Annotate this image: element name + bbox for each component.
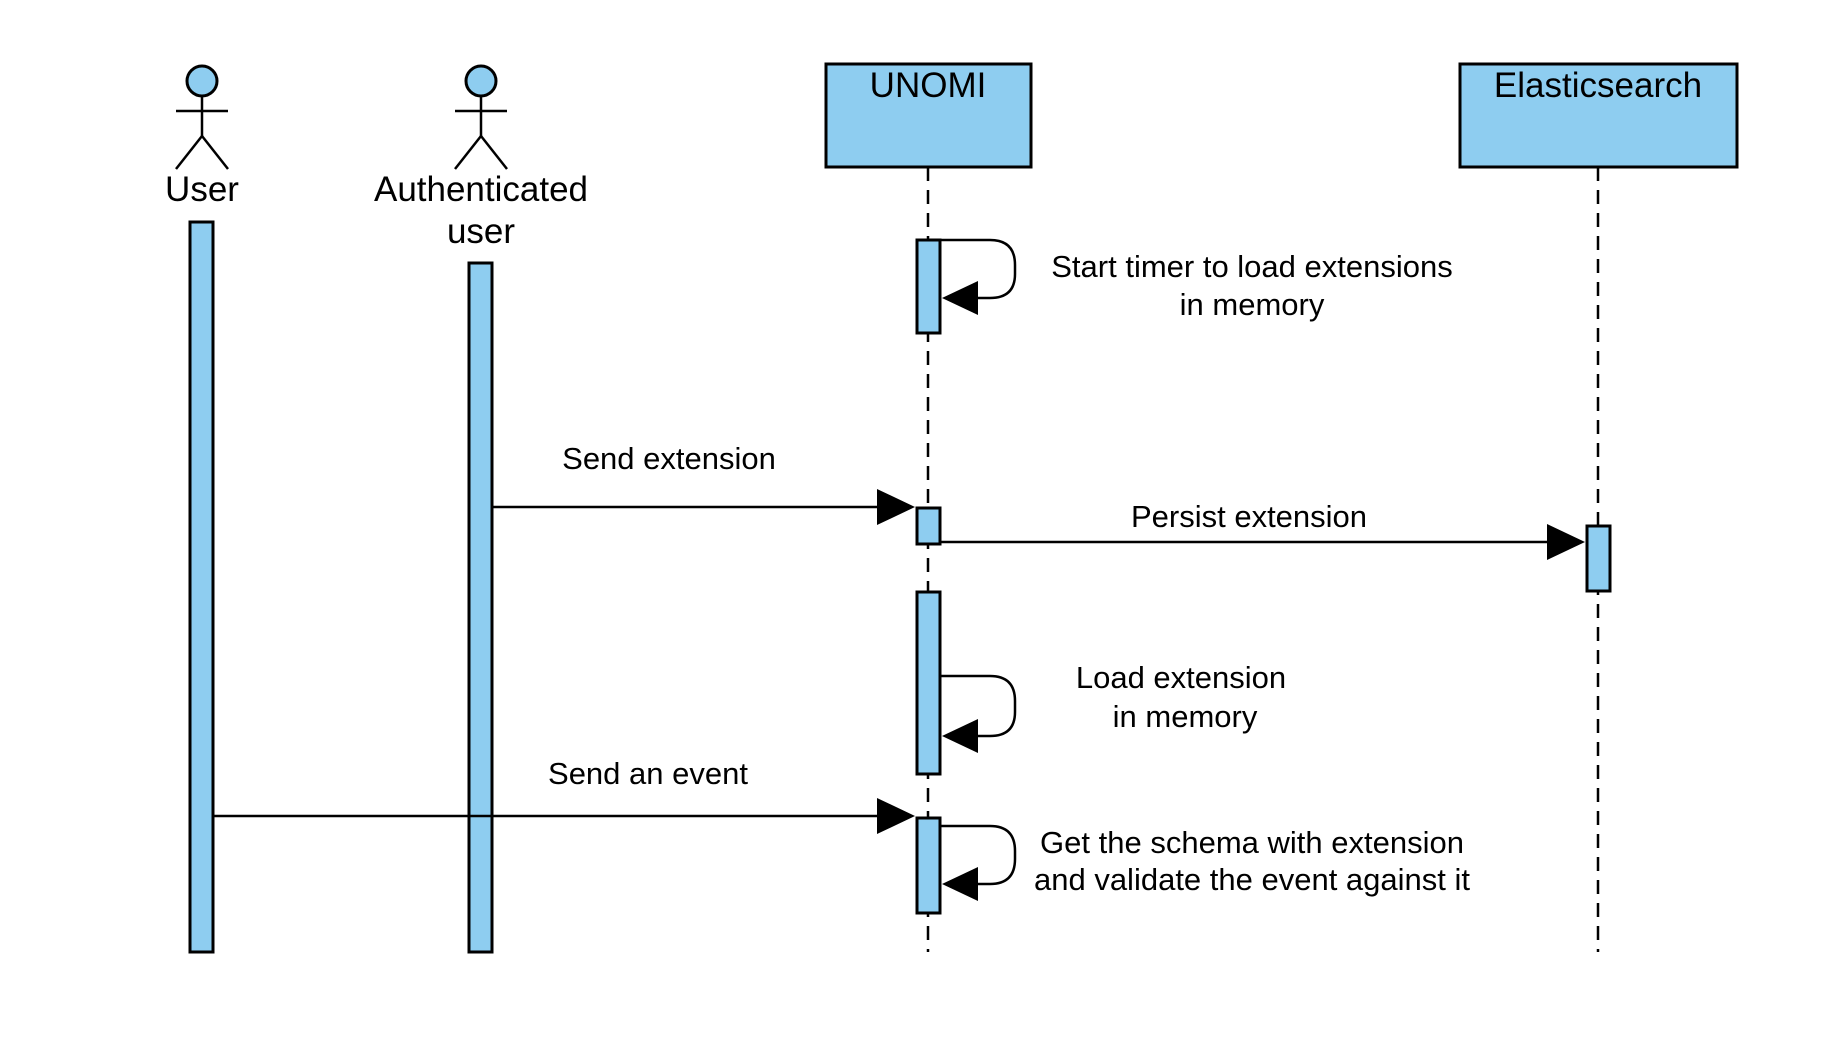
send-event-arrowhead-icon <box>877 798 915 834</box>
participant-user: User <box>165 64 239 954</box>
validate-event-arrowhead-icon <box>942 867 978 901</box>
participant-user-label: User <box>165 170 239 209</box>
message-send-extension: Send extension <box>492 441 915 525</box>
participant-authenticated-user-label-line2: user <box>447 212 515 251</box>
message-load-extension: Load extension in memory <box>940 660 1286 753</box>
unomi-activation-bar-1 <box>915 238 942 335</box>
persist-extension-arrowhead-icon <box>1547 524 1585 560</box>
start-timer-label-line1: Start timer to load extensions <box>1051 249 1452 284</box>
participant-unomi: UNOMI <box>824 62 1033 952</box>
load-extension-arrowhead-icon <box>942 719 978 753</box>
message-persist-extension: Persist extension <box>940 499 1585 560</box>
validate-event-self-arrow <box>940 824 1017 886</box>
participant-elasticsearch: Elasticsearch <box>1458 62 1739 952</box>
unomi-activation-bar-4 <box>915 816 942 915</box>
authenticated-user-actor-icon <box>454 64 508 170</box>
participant-authenticated-user: Authenticated user <box>374 64 588 954</box>
load-extension-label-line1: Load extension <box>1076 660 1286 695</box>
message-send-event: Send an event <box>213 756 915 834</box>
send-event-label: Send an event <box>548 756 748 791</box>
participant-unomi-label: UNOMI <box>870 66 987 105</box>
elasticsearch-box <box>1458 62 1739 169</box>
start-timer-label-line2: in memory <box>1180 287 1325 322</box>
load-extension-label-line2: in memory <box>1113 699 1258 734</box>
elasticsearch-activation-bar <box>1585 524 1612 593</box>
authenticated-user-activation-bar <box>467 261 494 954</box>
participant-authenticated-user-label-line1: Authenticated <box>374 170 588 209</box>
message-validate-event: Get the schema with extension and valida… <box>940 824 1470 901</box>
send-extension-label: Send extension <box>562 441 776 476</box>
unomi-activation-bar-2 <box>915 506 942 546</box>
start-timer-self-arrow <box>940 238 1017 300</box>
unomi-box <box>824 62 1033 169</box>
validate-event-label-line2: and validate the event against it <box>1034 862 1470 897</box>
unomi-activation-bar-3 <box>915 590 942 776</box>
participant-elasticsearch-label: Elasticsearch <box>1494 66 1702 105</box>
user-activation-bar <box>188 220 215 954</box>
message-start-timer: Start timer to load extensions in memory <box>940 238 1453 322</box>
validate-event-label-line1: Get the schema with extension <box>1040 825 1464 860</box>
start-timer-arrowhead-icon <box>942 281 978 315</box>
load-extension-self-arrow <box>940 674 1017 738</box>
user-actor-icon <box>175 64 229 170</box>
persist-extension-label: Persist extension <box>1131 499 1367 534</box>
send-extension-arrowhead-icon <box>877 489 915 525</box>
